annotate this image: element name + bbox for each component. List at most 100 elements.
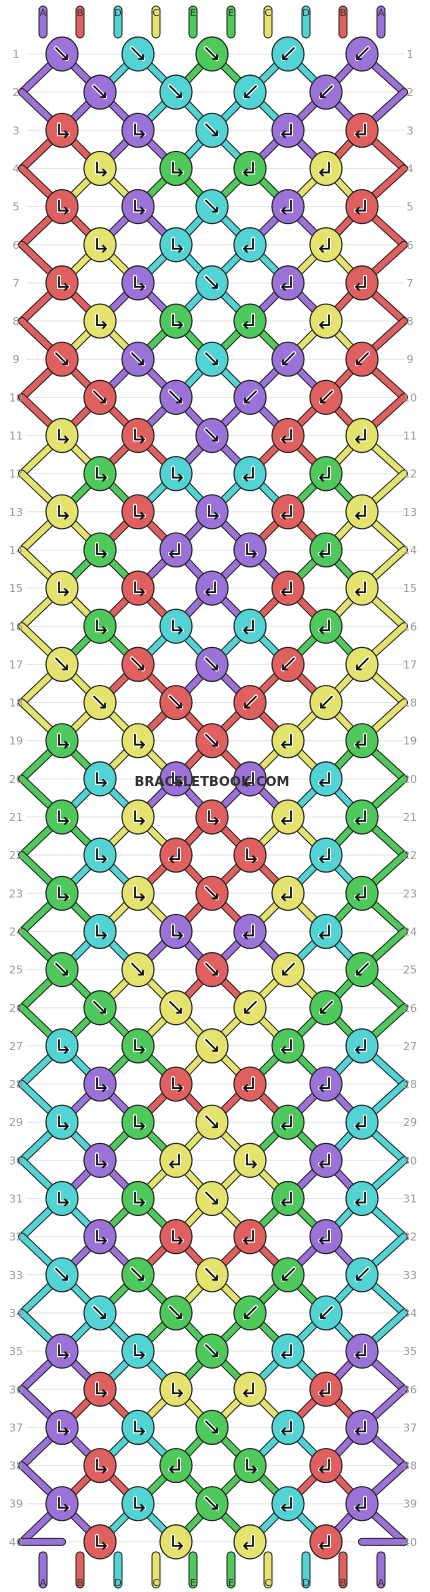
- knot-body: [233, 1142, 267, 1178]
- knot: [121, 341, 155, 377]
- row-number-right: 40: [403, 1536, 417, 1549]
- knot: [45, 341, 79, 377]
- knot-body: [309, 1371, 343, 1407]
- knot-arrow: [355, 1039, 366, 1051]
- knot-arrow: [355, 886, 366, 899]
- knot-arrow-head: [318, 855, 324, 864]
- knot-arrow-head: [318, 1160, 324, 1169]
- knot: [195, 799, 229, 835]
- top-strand-label: A: [378, 8, 385, 19]
- knot-arrow: [58, 1344, 69, 1356]
- knot-arrow: [281, 1344, 292, 1356]
- row-number-left: 36: [9, 1383, 23, 1396]
- knot-body: [271, 570, 305, 606]
- knot-arrow-head: [64, 1046, 70, 1054]
- knot-arrow-head: [64, 1198, 70, 1207]
- knot: [195, 646, 229, 683]
- bottom-strand-label: B: [77, 1578, 84, 1589]
- bottom-strand-label: A: [40, 1578, 47, 1589]
- knot-arrow: [356, 657, 369, 671]
- knot-arrow: [96, 771, 107, 784]
- knot-arrow-head: [178, 1541, 184, 1550]
- knot-arrow-head: [204, 588, 210, 596]
- knot: [309, 608, 343, 644]
- knot-arrow-head: [280, 1198, 286, 1207]
- knot-arrow-head: [242, 1389, 248, 1398]
- knot: [271, 1333, 305, 1369]
- knot-arrow: [281, 1115, 292, 1128]
- knot-arrow-head: [102, 1541, 108, 1550]
- knot: [159, 913, 193, 950]
- knot-body: [159, 1447, 193, 1484]
- row-number-left: 20: [9, 773, 23, 786]
- knot: [233, 532, 267, 568]
- knot-body: [159, 761, 193, 797]
- knot-arrow-head: [212, 1046, 218, 1052]
- knot-arrow-head: [242, 931, 248, 940]
- knot-arrow-head: [178, 778, 184, 787]
- knot: [159, 379, 193, 415]
- knot-arrow-head: [176, 1007, 182, 1014]
- knot-arrow: [205, 1115, 218, 1129]
- knot-arrow: [246, 848, 257, 861]
- knot-arrow-head: [354, 283, 360, 291]
- knot-arrow-head: [102, 550, 108, 558]
- knot-arrow: [281, 276, 292, 288]
- knot-body: [83, 1447, 117, 1484]
- knot-arrow: [281, 428, 292, 441]
- row-number-right: 11: [403, 430, 417, 443]
- knot-arrow: [134, 276, 145, 288]
- knot-arrow: [55, 962, 68, 976]
- knot: [83, 150, 117, 187]
- row-number-left: 8: [13, 315, 20, 328]
- knot-arrow: [134, 581, 145, 593]
- knot-arrow-head: [354, 588, 360, 596]
- knot: [233, 1371, 267, 1407]
- knot-body: [233, 608, 267, 644]
- knot-arrow: [281, 886, 292, 899]
- knot-arrow-head: [280, 130, 286, 139]
- row-number-left: 40: [9, 1536, 23, 1549]
- knot: [83, 532, 117, 568]
- knot-arrow: [205, 123, 218, 137]
- knot-arrow: [281, 199, 292, 212]
- knot-body: [159, 456, 193, 492]
- knot-arrow-head: [178, 244, 184, 253]
- knot-arrow-head: [178, 168, 184, 177]
- knot: [271, 1028, 305, 1064]
- knot: [309, 532, 343, 568]
- knot: [345, 494, 379, 530]
- knot-arrow-head: [318, 1236, 324, 1245]
- knot-body: [83, 227, 117, 263]
- knot-arrow: [320, 1306, 333, 1319]
- knot-arrow: [172, 1534, 183, 1547]
- knot-arrow-head: [282, 664, 288, 671]
- row-number-right: 28: [403, 1078, 417, 1091]
- knot: [271, 1104, 305, 1140]
- knot: [195, 875, 229, 911]
- knot-arrow-head: [280, 283, 286, 291]
- knot: [45, 36, 79, 72]
- knot-arrow-head: [176, 1313, 182, 1319]
- row-number-right: 37: [403, 1421, 417, 1434]
- row-number-right: 21: [403, 811, 417, 824]
- knot: [195, 1104, 229, 1140]
- knot-layer: [45, 36, 379, 1560]
- knot: [159, 303, 193, 339]
- knot: [271, 723, 305, 759]
- knot-arrow: [96, 237, 107, 250]
- knot: [45, 1409, 79, 1446]
- knot: [121, 1104, 155, 1140]
- knot-arrow-head: [320, 1313, 326, 1319]
- knot: [121, 1486, 155, 1522]
- knot: [195, 1028, 229, 1064]
- knot: [45, 417, 79, 454]
- knot-arrow-head: [62, 54, 68, 60]
- row-number-right: 20: [403, 773, 417, 786]
- knot-arrow-head: [62, 359, 68, 366]
- knot-arrow-head: [212, 1122, 218, 1129]
- knot-body: [159, 532, 193, 568]
- row-number-left: 35: [9, 1345, 23, 1358]
- knot-body: [309, 913, 343, 950]
- knot-arrow: [58, 199, 69, 212]
